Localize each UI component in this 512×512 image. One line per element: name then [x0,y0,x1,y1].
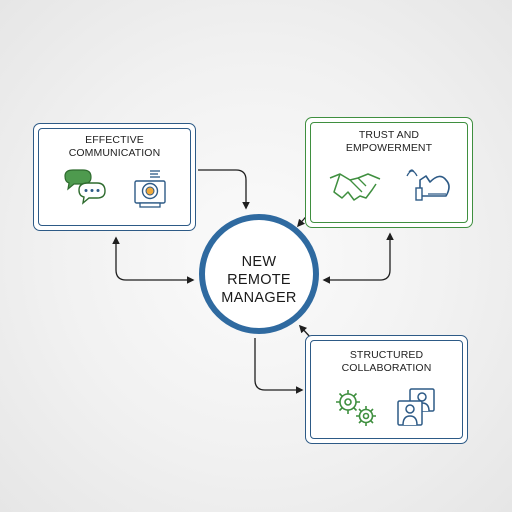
hub-line-1: NEW [241,254,277,270]
collaboration-title-line-2: COLLABORATION [341,362,432,374]
collaboration-title: STRUCTURED COLLABORATION [306,349,467,375]
flexed-arm-icon [406,169,450,201]
communication-title-line-2: COMMUNICATION [68,147,161,159]
video-call-icon [397,388,435,426]
arrow-communication-to-manager [198,169,250,210]
gears-icon [336,390,376,426]
hub-line-2: REMOTE [227,272,291,288]
handshake-icon [329,173,381,201]
trust-title: TRUST AND EMPOWERMENT [306,129,472,155]
communication-title: EFFECTIVE COMMUNICATION [34,134,195,160]
communication-title-line-1: EFFECTIVE [85,134,144,146]
hub-line-3: MANAGER [221,290,297,306]
trust-title-line-2: EMPOWERMENT [345,142,433,154]
trust-title-line-1: TRUST AND [358,129,420,141]
webcam-icon [134,170,166,208]
arrow-communication-manager-bidirectional [112,236,195,284]
arrow-trust-manager-bidirectional [322,232,394,284]
collaboration-card: STRUCTURED COLLABORATION [305,335,468,444]
collaboration-title-line-1: STRUCTURED [349,349,424,361]
manager-hub-label: NEW REMOTE MANAGER [205,253,313,307]
chat-bubbles-icon [64,169,106,205]
arrow-manager-to-collaboration [254,338,304,394]
trust-card: TRUST AND EMPOWERMENT [305,117,473,228]
manager-hub: NEW REMOTE MANAGER [199,214,319,334]
communication-card: EFFECTIVE COMMUNICATION [33,123,196,231]
